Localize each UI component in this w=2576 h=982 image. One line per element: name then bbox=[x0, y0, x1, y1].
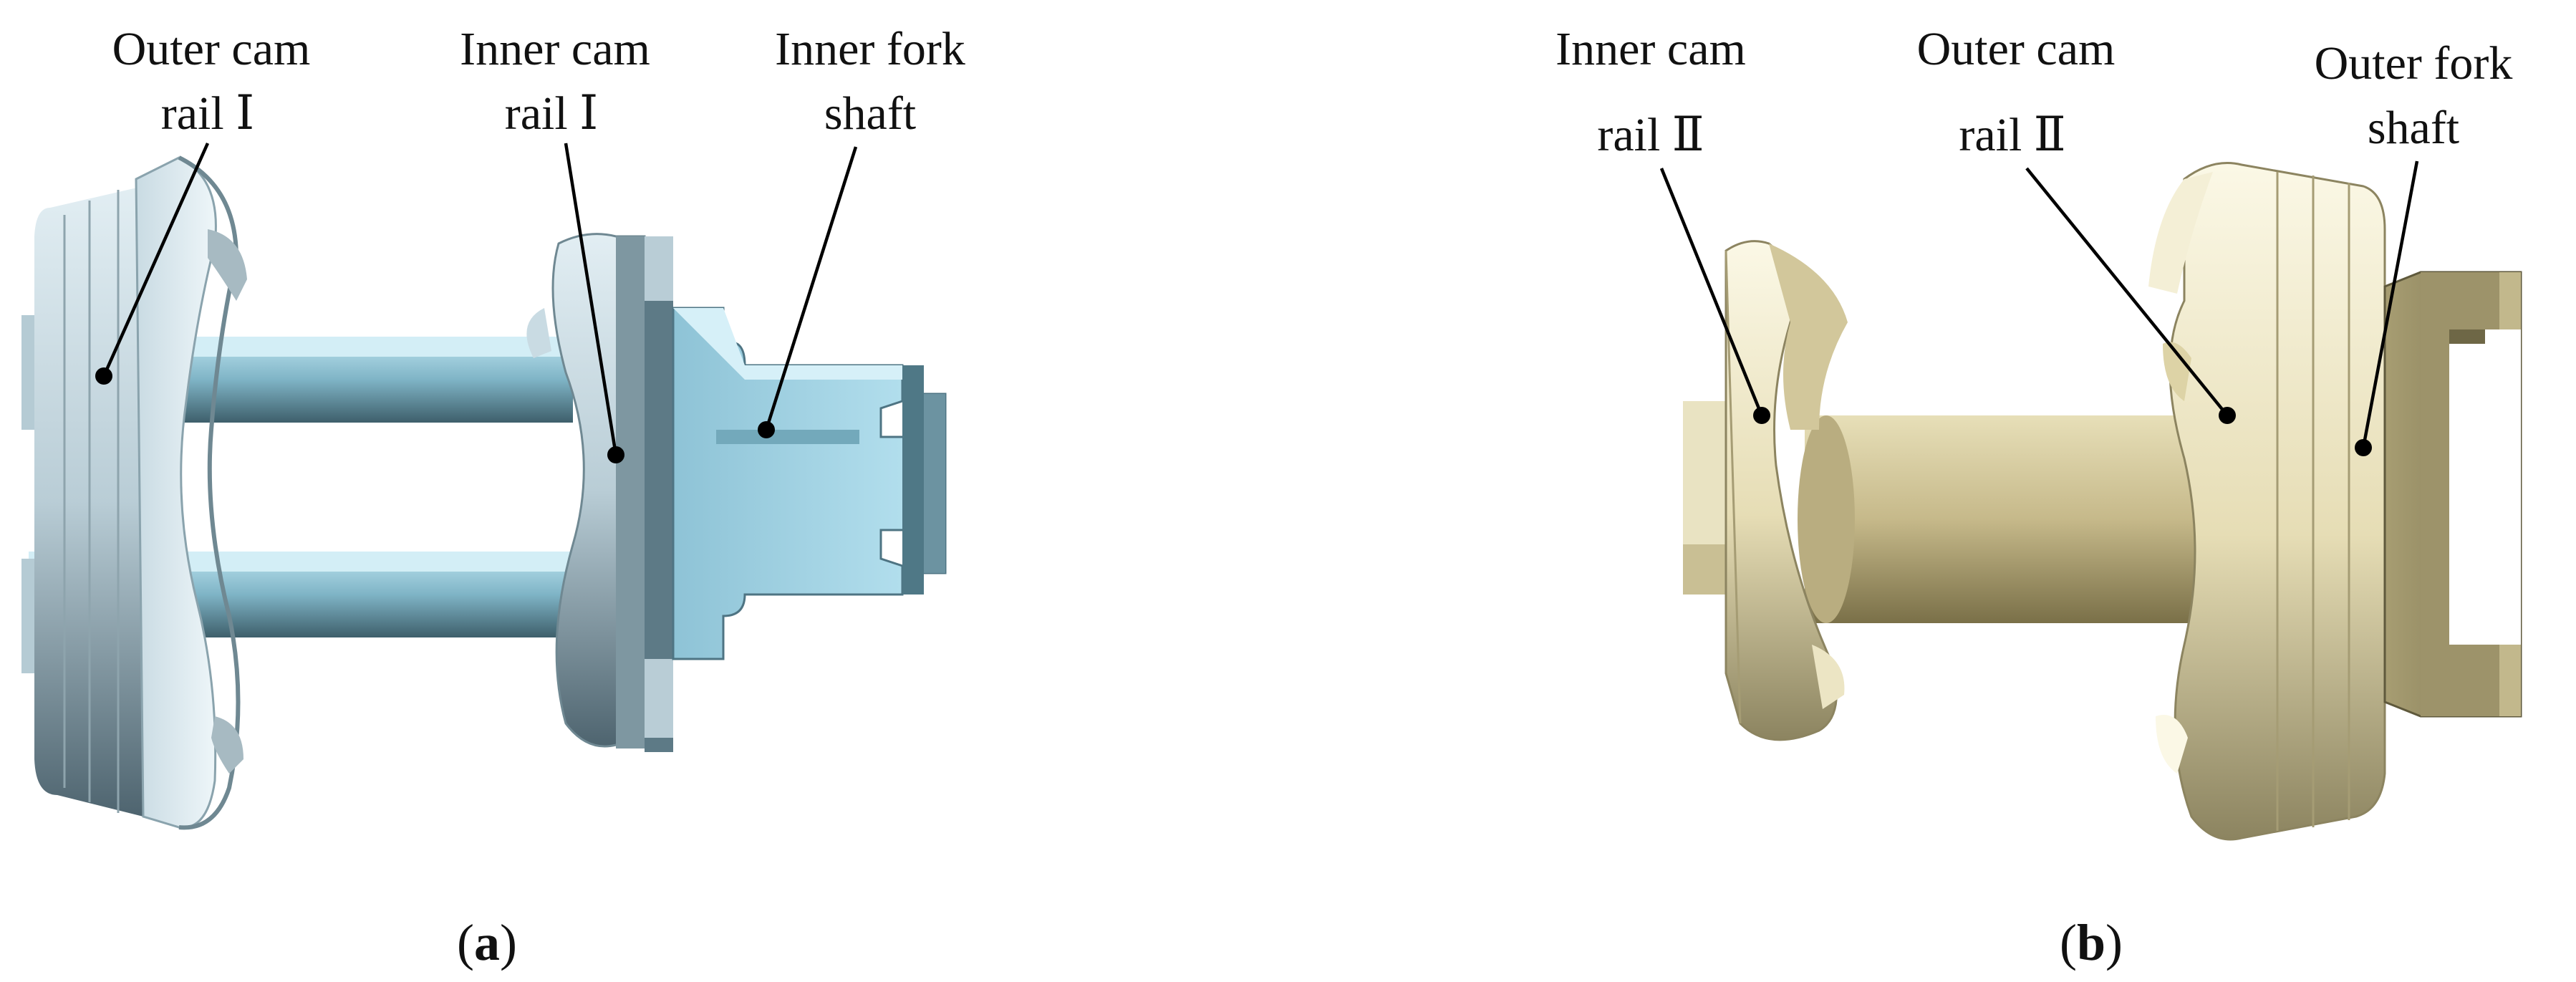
anchor-outer-cam-rail-i bbox=[95, 367, 112, 385]
label-outer-cam-rail-ii-line2: rail Ⅱ bbox=[1959, 109, 2065, 161]
label-inner-cam-rail-i-line2: rail Ⅰ bbox=[505, 87, 599, 140]
leader-outer-cam-rail-i bbox=[102, 143, 210, 377]
outer-fork-shaft-part bbox=[2383, 271, 2522, 718]
label-inner-cam-rail-ii: Inner cam rail Ⅱ bbox=[1555, 23, 1770, 424]
caption-b: (b) bbox=[2060, 914, 2123, 971]
anchor-outer-fork-shaft bbox=[2355, 439, 2372, 456]
label-outer-cam-rail-i-line2: rail Ⅰ bbox=[161, 87, 255, 140]
label-inner-cam-rail-i-line1: Inner cam bbox=[460, 23, 650, 75]
label-inner-fork-shaft: Inner fork shaft bbox=[758, 23, 965, 438]
inner-fork-shaft-part bbox=[672, 307, 947, 660]
label-inner-cam-rail-ii-line1: Inner cam bbox=[1555, 23, 1746, 75]
label-inner-cam-rail-i: Inner cam rail Ⅰ bbox=[460, 23, 650, 463]
label-outer-fork-shaft-line1: Outer fork bbox=[2315, 37, 2513, 90]
label-outer-fork-shaft-line2: shaft bbox=[2368, 102, 2459, 154]
caption-a: (a) bbox=[457, 914, 517, 971]
anchor-inner-cam-rail-i bbox=[607, 446, 624, 463]
inner-cam-rail-ii-part bbox=[1683, 240, 1848, 741]
anchor-inner-fork-shaft bbox=[758, 421, 775, 438]
label-outer-cam-rail-ii: Outer cam rail Ⅱ bbox=[1917, 23, 2236, 424]
panel-b: Inner cam rail Ⅱ Outer cam rail Ⅱ Outer … bbox=[1555, 23, 2522, 971]
anchor-outer-cam-rail-ii bbox=[2219, 407, 2236, 424]
label-inner-fork-shaft-line1: Inner fork bbox=[775, 23, 965, 75]
label-outer-cam-rail-ii-line1: Outer cam bbox=[1917, 23, 2116, 75]
anchor-inner-cam-rail-ii bbox=[1753, 407, 1770, 424]
outer-cam-rail-ii-part bbox=[2148, 162, 2386, 841]
panel-a: Outer cam rail Ⅰ Inner cam rail Ⅰ Inner … bbox=[21, 23, 965, 971]
label-outer-cam-rail-i: Outer cam rail Ⅰ bbox=[95, 23, 310, 385]
leader-inner-fork-shaft bbox=[764, 146, 858, 430]
leader-inner-cam-rail-ii bbox=[1659, 168, 1764, 416]
leader-outer-cam-rail-ii bbox=[2025, 167, 2229, 417]
leader-inner-cam-rail-i bbox=[564, 143, 618, 456]
leader-outer-fork-shaft bbox=[2361, 160, 2419, 448]
central-rod-end bbox=[1798, 415, 1855, 623]
label-inner-cam-rail-ii-line2: rail Ⅱ bbox=[1597, 109, 1704, 161]
label-outer-fork-shaft: Outer fork shaft bbox=[2315, 37, 2513, 456]
inner-cam-rail-i-part bbox=[526, 233, 673, 752]
panel-a-mechanism-drawing bbox=[21, 155, 947, 830]
panel-b-mechanism-drawing bbox=[1683, 162, 2522, 841]
label-inner-fork-shaft-line2: shaft bbox=[824, 87, 916, 140]
central-rod bbox=[1805, 415, 2206, 623]
label-outer-cam-rail-i-line1: Outer cam bbox=[112, 23, 311, 75]
outer-cam-rail-i-part bbox=[34, 155, 247, 830]
